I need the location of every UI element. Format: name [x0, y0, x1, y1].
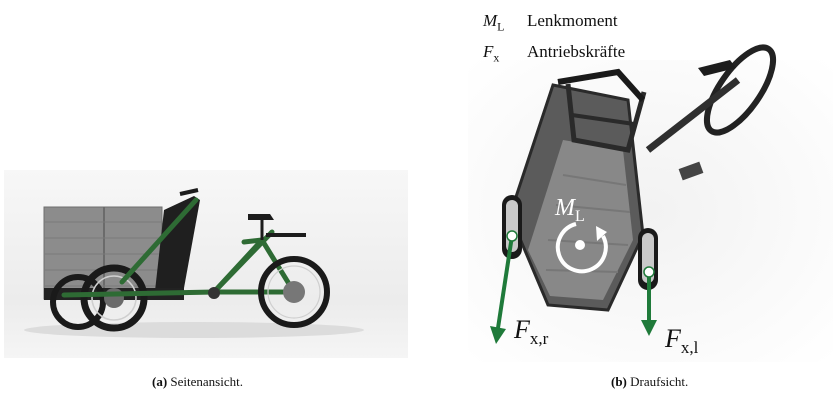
force-left-label: Fx,l — [665, 324, 698, 358]
legend-text: Lenkmoment — [527, 8, 618, 39]
saddle — [248, 214, 274, 220]
legend-text: Antriebskräfte — [527, 39, 625, 70]
symbol-legend: ML Lenkmoment Fx Antriebskräfte — [483, 8, 625, 71]
crank — [208, 287, 220, 299]
legend-row-moment: ML Lenkmoment — [483, 8, 625, 39]
legend-row-force: Fx Antriebskräfte — [483, 39, 625, 70]
caption-side-view: (a) Seitenansicht. — [152, 374, 243, 390]
force-right-label: Fx,r — [514, 315, 548, 349]
caption-top-view: (b) Draufsicht. — [611, 374, 688, 390]
moment-label: ML — [555, 195, 585, 226]
side-view-panel — [4, 170, 408, 358]
side-view-illustration — [4, 170, 408, 358]
rear-rack — [266, 233, 306, 237]
